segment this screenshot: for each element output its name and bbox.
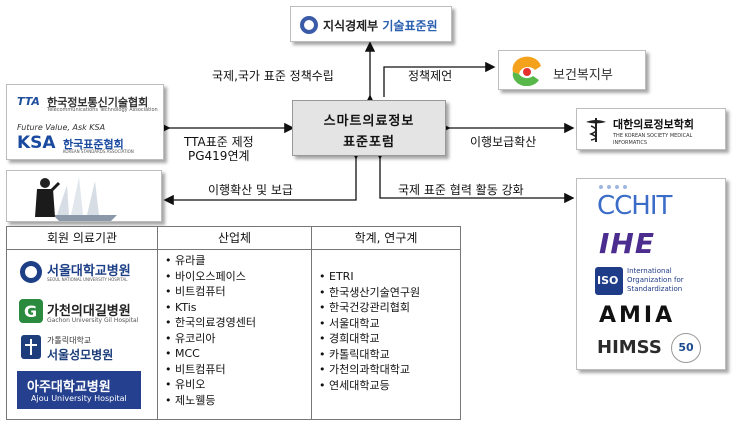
list-item: 가천의과학대학교 [319,362,420,378]
tta-ksa-box: TTA 한국정보통신기술협회 Telecommunications Techno… [6,84,164,160]
industry-list: 유라클 바이오스페이스 비트컴퓨터 KTis 한국의료경영센터 유코리아 MCC… [165,253,256,408]
list-item: 연세대학교등 [319,378,420,394]
list-item: 경희대학교 [319,331,420,347]
edge-label-members: 이행확산 및 보급 [208,183,293,197]
list-item: 서울대학교 [319,316,420,332]
list-item: 유라클 [165,253,256,269]
list-item: 카톨릭대학교 [319,347,420,363]
hospital-stmary: 가톨릭대학교 서울성모병원 [17,333,157,367]
list-item: 한국생산기술연구원 [319,285,420,301]
hospital-gil: G 가천의대길병원 Gachon University Gil Hospital [17,297,157,331]
header-academia: 학계, 연구계 [312,227,460,250]
himss-50-text: 50 [678,341,694,354]
arrow-center-mohw [383,61,496,97]
gil-en: Gachon University Gil Hospital [47,317,139,324]
iso-text-1: International [627,267,672,275]
hospital-snuh: 서울대학교병원 SEOUL NATIONAL UNIVERSITY HOSPIT… [17,257,157,291]
list-item: 유비오 [165,377,256,393]
gil-name: 가천의대길병원 [47,304,131,319]
table-divider [311,227,312,419]
mohw-name: 보건복지부 [553,68,613,83]
hospital-ajou: 아주대학교병원 Ajou University Hospital [17,371,141,409]
edge-label-intl: 국제 표준 협력 활동 강화 [398,183,524,197]
ksa-mark: KSA [17,133,56,153]
list-item: ETRI [319,269,420,285]
edge-label-proposal: 정책제언 [408,69,453,83]
arrow-center-members [163,149,362,206]
members-table: 회원 의료기관 산업체 학계, 연구계 서울대학교병원 SEOUL NATION… [6,226,461,420]
edge-label-kosmi: 이행보급확산 [470,135,537,149]
himss-50-badge: 50 [671,333,701,363]
intl-orgs-box: CCHIT IHE ISO International Organization… [576,178,726,370]
iso-mark: ISO [597,274,619,287]
mke-emblem-icon [300,16,318,34]
snuh-en: SEOUL NATIONAL UNIVERSITY HOSPITAL [47,277,128,282]
amia-logo: AMIA [599,303,676,328]
ksa-en: KOREAN STANDARDS ASSOCIATION [63,149,134,154]
snuh-name: 서울대학교병원 [47,264,131,279]
svg-text:G: G [24,302,37,321]
arrow-center-intl [374,149,575,204]
tta-en: Telecommunications Technology Associatio… [47,107,158,113]
snuh-emblem-icon [20,261,42,283]
ajou-en: Ajou University Hospital [31,394,127,403]
academia-list: ETRI 한국생산기술연구원 한국건강관리협회 서울대학교 경희대학교 카톨릭대… [319,269,420,393]
stmary-univ: 가톨릭대학교 [47,336,92,345]
list-item: 제노웰등 [165,393,256,409]
list-item: 한국건강관리협회 [319,300,420,316]
header-hospitals: 회원 의료기관 [7,227,157,250]
iso-text-3: Standardization [627,285,683,293]
list-item: 한국의료경영센터 [165,315,256,331]
table-divider [157,227,158,419]
list-item: 비트컴퓨터 [165,284,256,300]
stmary-name: 서울성모병원 [47,348,114,362]
member-illustration-icon [7,171,161,221]
kosmi-name: 대한의료정보학회 [613,118,694,131]
iso-text-2: Organization for [627,276,684,284]
edge-label-tta2: PG419연계 [188,149,250,163]
list-item: 비트컴퓨터 [165,362,256,378]
edge-label-policy: 국제,국가 표준 정책수립 [212,69,334,83]
mke-box: 지식경제부 기술표준원 [290,6,452,42]
mohw-box: 보건복지부 [498,50,646,90]
members-image-box [6,170,162,222]
mohw-logo-icon [512,56,541,86]
himss-logo: HIMSS [597,337,662,358]
ksa-name: 한국표준협회 [63,138,124,151]
list-item: 바이오스페이스 [165,269,256,285]
header-industry: 산업체 [158,227,311,250]
cchit-text: CCHIT [597,191,672,221]
kosmi-caduceus-icon [586,118,606,142]
tta-mark: TTA [17,95,40,108]
list-item: KTis [165,300,256,316]
ksa-tagline: Future Value, Ask KSA [17,123,106,132]
center-forum-box: 스마트의료정보 표준포럼 [292,100,446,156]
mke-name: 지식경제부 기술표준원 [323,19,438,33]
gil-logo-icon: G [19,299,43,323]
ihe-logo: IHE [599,227,655,260]
list-item: 유코리아 [165,331,256,347]
kosmi-box: 대한의료정보학회 THE KOREAN SOCIETY MEDICAL INFO… [576,108,726,150]
stmary-emblem-icon [21,335,41,359]
edge-label-tta1: TTA표준 제정 [184,135,254,149]
ajou-name: 아주대학교병원 [27,380,111,395]
center-title-line2: 표준포럼 [343,135,395,150]
kosmi-en: THE KOREAN SOCIETY MEDICAL INFORMATICS [613,133,693,146]
iso-logo: ISO International Organization for Stand… [595,267,705,297]
list-item: MCC [165,346,256,362]
cchit-dots-icon [599,185,627,189]
tta-name: 한국정보통신기술협회 [47,96,149,109]
center-title-line1: 스마트의료정보 [323,114,415,129]
